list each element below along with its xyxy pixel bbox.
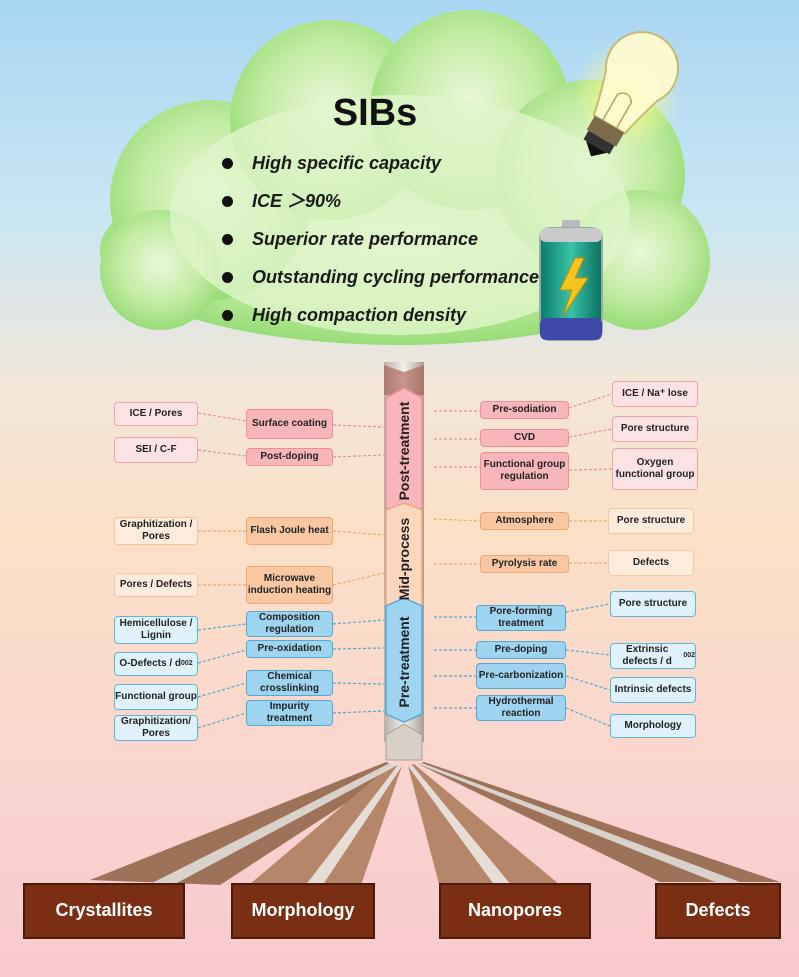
left-mid-method: Flash Joule heat <box>246 517 333 545</box>
left-post-method: Surface coating <box>246 409 333 439</box>
left-post-outcome: ICE / Pores <box>114 402 198 426</box>
benefit-text: High specific capacity <box>252 153 442 173</box>
benefit-text: ICE ＞90% <box>252 191 342 211</box>
benefit-text: Outstanding cycling performance <box>252 267 540 287</box>
left-mid-outcome: Graphitization / Pores <box>114 517 198 545</box>
root-label-nanopores: Nanopores <box>467 900 563 920</box>
left-pre-outcome: Functional group <box>114 684 198 710</box>
right-pre-outcome: Intrinsic defects <box>610 677 696 703</box>
root-label-crystallites: Crystallites <box>55 900 153 920</box>
right-pre-outcome: Morphology <box>610 714 696 738</box>
roots <box>23 762 781 939</box>
cloud-shape <box>100 10 710 345</box>
left-mid-outcome: Pores / Defects <box>114 573 198 597</box>
right-pre-method: Hydrothermal reaction <box>476 695 566 721</box>
right-mid-outcome: Pore structure <box>608 508 694 534</box>
light-bulb-icon <box>572 31 682 157</box>
benefit-item: High compaction density <box>222 300 539 338</box>
bullet-dot <box>222 196 233 207</box>
right-post-outcome: ICE / Na⁺ lose <box>612 381 698 407</box>
benefit-item: Superior rate performance <box>222 224 539 262</box>
battery-icon <box>539 220 603 341</box>
left-pre-method: Chemical crosslinking <box>246 670 333 696</box>
stage-label-pre: Pre-treatment <box>396 616 412 708</box>
left-pre-method: Impurity treatment <box>246 700 333 726</box>
root-label-defects: Defects <box>685 900 751 920</box>
benefit-list: High specific capacity ICE ＞90% Superior… <box>222 148 539 338</box>
benefit-item: Outstanding cycling performance <box>222 262 539 300</box>
right-post-method: CVD <box>480 429 569 447</box>
bullet-dot <box>222 272 233 283</box>
right-post-outcome: Pore structure <box>612 416 698 442</box>
left-pre-method: Pre-oxidation <box>246 640 333 658</box>
right-mid-outcome: Defects <box>608 550 694 576</box>
right-pre-method: Pore-forming treatment <box>476 605 566 631</box>
left-pre-method: Composition regulation <box>246 611 333 637</box>
root-label-morphology: Morphology <box>251 900 355 920</box>
pre-treatment-arrow <box>385 597 423 723</box>
stage-label-mid: Mid-process <box>396 517 412 601</box>
bullet-dot <box>222 310 233 321</box>
left-post-method: Post-doping <box>246 448 333 466</box>
left-pre-outcome: Graphitization/ Pores <box>114 715 198 741</box>
diagram-title: SIBs <box>332 92 418 134</box>
right-pre-method: Pre-doping <box>476 641 566 659</box>
bullet-dot <box>222 158 233 169</box>
left-pre-outcome: Hemicellulose / Lignin <box>114 616 198 644</box>
benefit-item: High specific capacity <box>222 148 539 186</box>
benefit-text: High compaction density <box>252 305 467 325</box>
left-mid-method: Microwave induction heating <box>246 566 333 604</box>
right-pre-method: Pre-carbonization <box>476 663 566 689</box>
bullet-dot <box>222 234 233 245</box>
right-pre-outcome: Pore structure <box>610 591 696 617</box>
benefit-text: Superior rate performance <box>252 229 479 249</box>
right-post-outcome: Oxygen functional group <box>612 448 698 490</box>
right-mid-method: Pyrolysis rate <box>480 555 569 573</box>
right-post-method: Functional group regulation <box>480 452 569 490</box>
benefit-item: ICE ＞90% <box>222 186 539 224</box>
stage-label-post: Post-treatment <box>396 401 412 501</box>
left-post-outcome: SEI / C-F <box>114 437 198 463</box>
right-post-method: Pre-sodiation <box>480 401 569 419</box>
right-mid-method: Atmosphere <box>480 512 569 530</box>
post-treatment-arrow <box>385 387 423 515</box>
